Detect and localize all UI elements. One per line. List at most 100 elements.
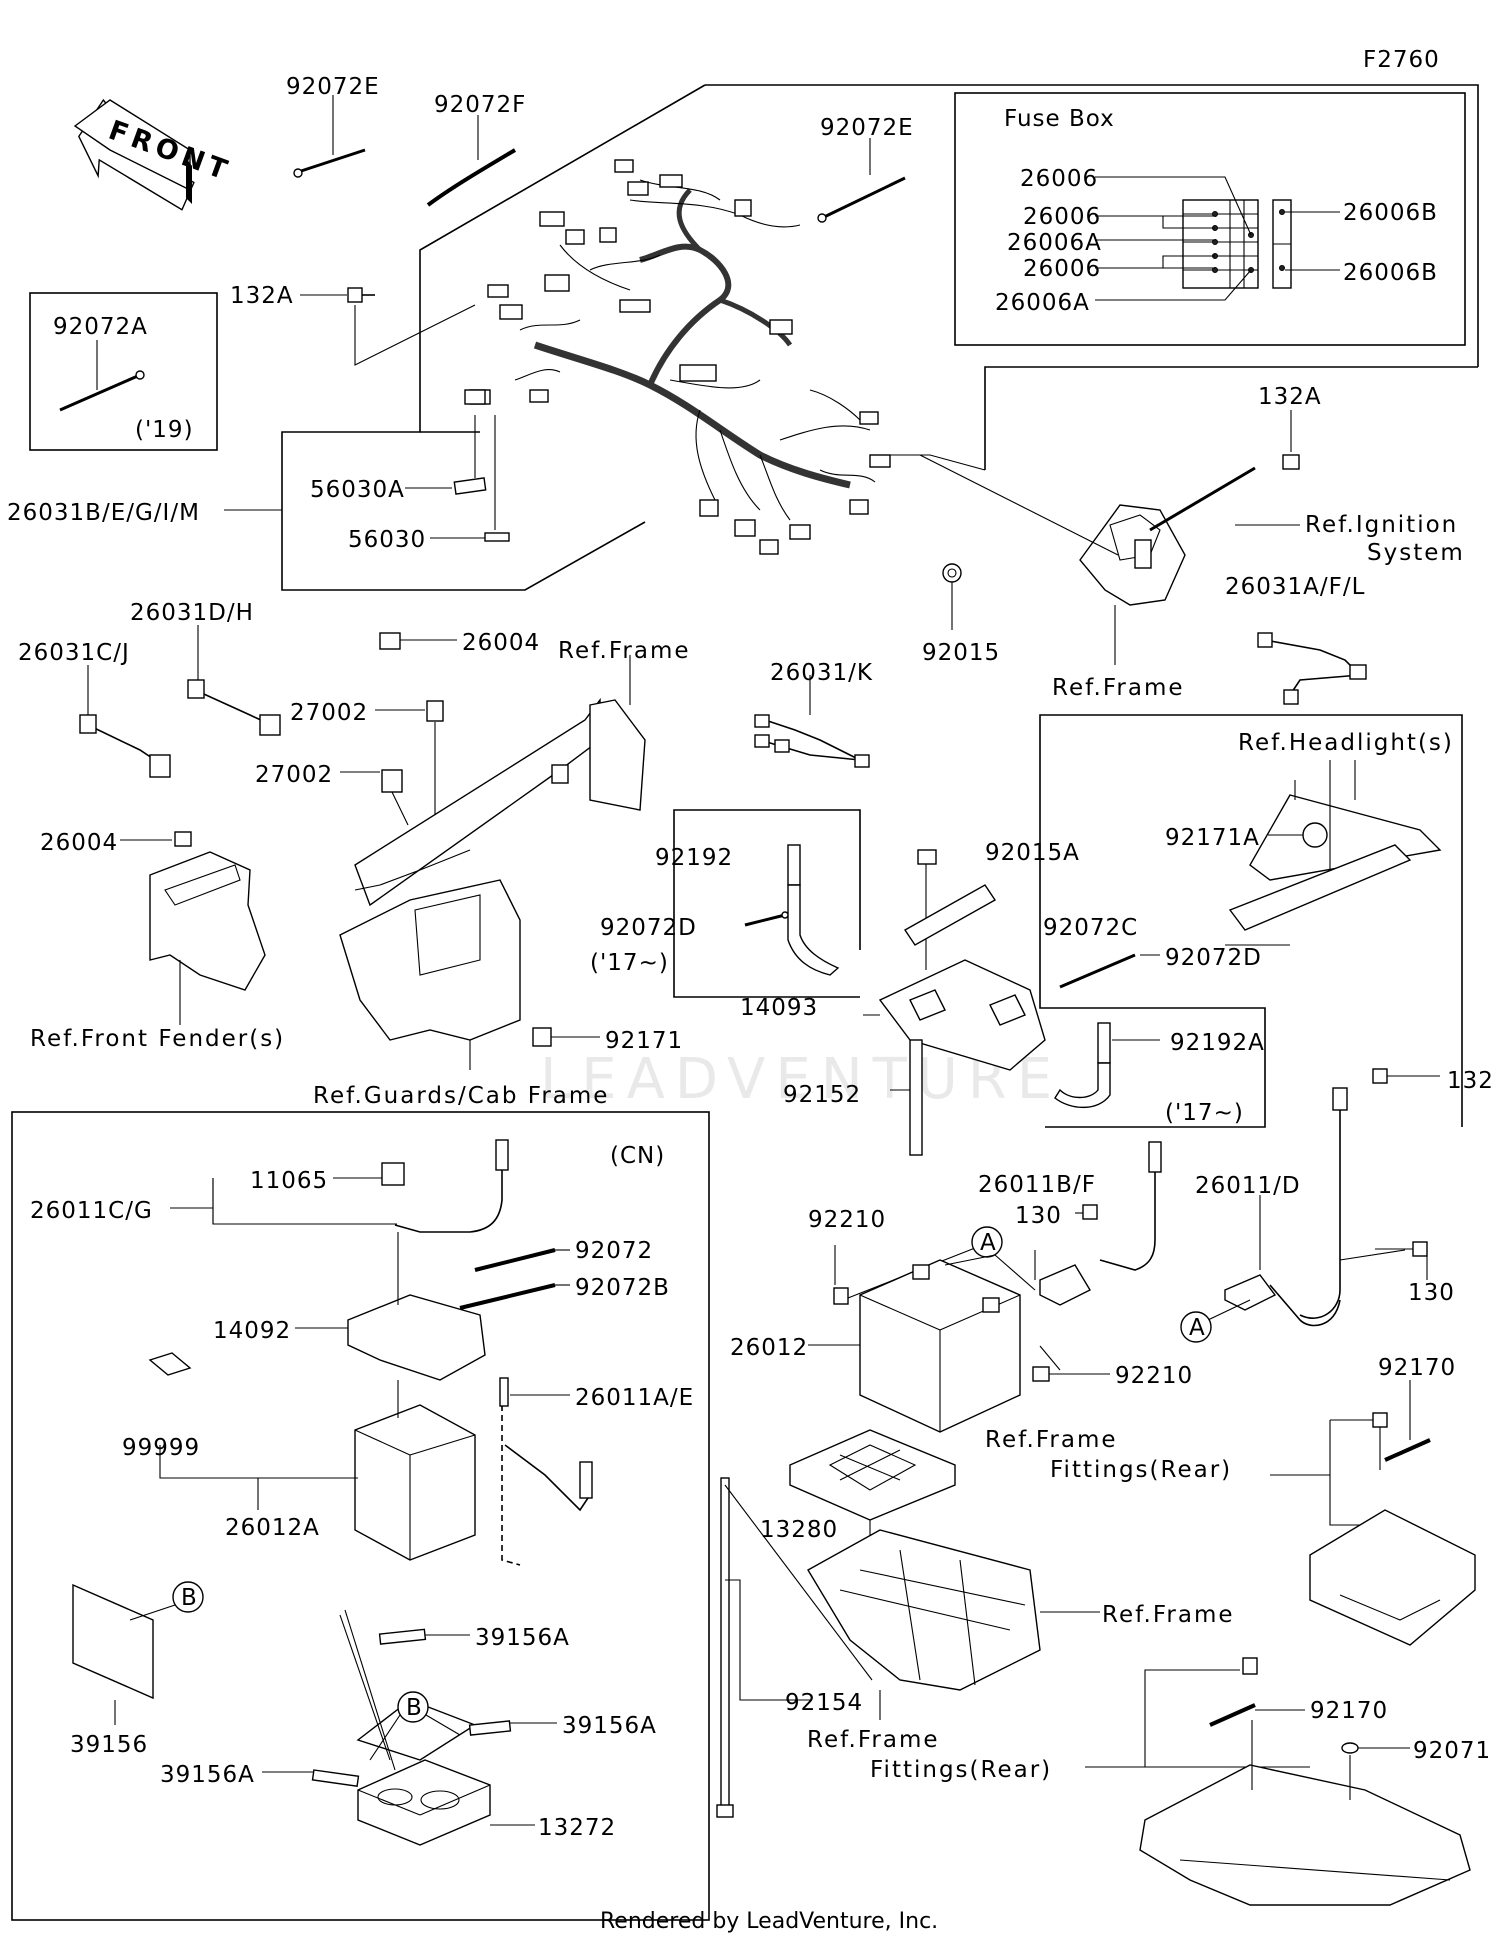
label-14093: 14093 bbox=[740, 995, 818, 1021]
callout-a-1: A bbox=[980, 1230, 997, 1256]
label-ref-frame-fit-1b: Fittings(Rear) bbox=[1050, 1457, 1232, 1483]
fuse-label-26006a-b: 26006A bbox=[995, 290, 1090, 316]
label-26011ae: 26011A/E bbox=[575, 1385, 694, 1411]
label-92170-b: 92170 bbox=[1310, 1698, 1388, 1724]
callout-a-2: A bbox=[1189, 1315, 1206, 1341]
label-26012: 26012 bbox=[730, 1335, 808, 1361]
wiring-harness bbox=[469, 159, 891, 555]
fuse-label-26006-a: 26006 bbox=[1020, 166, 1098, 192]
label-39156a-2: 39156A bbox=[562, 1713, 657, 1739]
label-26031cj: 26031C/J bbox=[18, 640, 130, 666]
fuse-label-26006a-a: 26006A bbox=[1007, 230, 1102, 256]
label-92192a: 92192A bbox=[1170, 1030, 1265, 1056]
ignition-bracket bbox=[1079, 410, 1300, 665]
label-92170-a: 92170 bbox=[1378, 1355, 1456, 1381]
callout-b-1: B bbox=[181, 1585, 198, 1611]
watermark: LEADVENTURE bbox=[540, 1047, 1062, 1112]
label-132: 132 bbox=[1447, 1068, 1494, 1094]
label-99999: 99999 bbox=[122, 1435, 200, 1461]
label-92015a: 92015A bbox=[985, 840, 1080, 866]
label-92072d-b: 92072D bbox=[1165, 945, 1262, 971]
ignition-leader bbox=[919, 454, 1119, 556]
label-26031dh: 26031D/H bbox=[130, 600, 254, 626]
label-39156: 39156 bbox=[70, 1732, 148, 1758]
label-ref-ignition-2: System bbox=[1367, 540, 1465, 566]
main-harness-frame bbox=[281, 84, 1479, 591]
label-39156a-3: 39156A bbox=[160, 1762, 255, 1788]
battery-26012-group bbox=[716, 1141, 1428, 1818]
frame-member-mid bbox=[354, 655, 646, 907]
label-13272: 13272 bbox=[538, 1815, 616, 1841]
fuse-box-title: Fuse Box bbox=[1004, 106, 1115, 132]
label-ref-frame-mid: Ref.Frame bbox=[558, 638, 691, 664]
label-56030: 56030 bbox=[348, 527, 426, 553]
footer-credit: Rendered by LeadVenture, Inc. bbox=[600, 1909, 938, 1934]
cn-box bbox=[11, 1111, 710, 1921]
label-ref-frame-low: Ref.Frame bbox=[1102, 1602, 1235, 1628]
relay-27002-b bbox=[340, 769, 409, 826]
label-17-a: ('17~) bbox=[590, 950, 669, 976]
tag-56030a bbox=[405, 415, 487, 495]
label-26011cg: 26011C/G bbox=[30, 1198, 153, 1224]
fuse-label-26006-b: 26006 bbox=[1023, 204, 1101, 230]
tag-56030 bbox=[430, 389, 510, 542]
label-92154: 92154 bbox=[785, 1690, 863, 1716]
label-14092: 14092 bbox=[213, 1318, 291, 1344]
label-92072d-a: 92072D bbox=[600, 915, 697, 941]
label-56030a: 56030A bbox=[310, 477, 405, 503]
label-11065: 11065 bbox=[250, 1168, 328, 1194]
label-ref-guards: Ref.Guards/Cab Frame bbox=[313, 1083, 609, 1109]
clip-92072e-right bbox=[817, 138, 906, 223]
label-13280: 13280 bbox=[760, 1517, 838, 1543]
label-130-b: 130 bbox=[1408, 1280, 1455, 1306]
fuse-label-26006-c: 26006 bbox=[1023, 256, 1101, 282]
label-132a-right: 132A bbox=[1258, 384, 1322, 410]
bolt-132a-left bbox=[300, 287, 476, 366]
harness-26031dh bbox=[187, 625, 281, 736]
label-27002-b: 27002 bbox=[255, 762, 333, 788]
label-26011bf: 26011B/F bbox=[978, 1172, 1096, 1198]
grommet-92015 bbox=[942, 563, 962, 630]
label-26004-left: 26004 bbox=[40, 830, 118, 856]
label-92171: 92171 bbox=[605, 1028, 683, 1054]
fittings-rear-upper bbox=[1270, 1380, 1476, 1646]
harness-26031k bbox=[754, 675, 870, 768]
label-ref-frame-right: Ref.Frame bbox=[1052, 675, 1185, 701]
label-ref-frame-fit-2a: Ref.Frame bbox=[807, 1727, 940, 1753]
label-17-b: ('17~) bbox=[1165, 1100, 1244, 1126]
label-92072: 92072 bbox=[575, 1238, 653, 1264]
label-92192: 92192 bbox=[655, 845, 733, 871]
ignition-frame-link bbox=[870, 454, 986, 471]
fuse-box: Fuse Box 26006 26006 26006A 26006 26006A… bbox=[954, 92, 1466, 346]
label-26031b: 26031B/E/G/I/M bbox=[7, 500, 200, 526]
label-92210-b: 92210 bbox=[1115, 1363, 1193, 1389]
label-ref-front-fender: Ref.Front Fender(s) bbox=[30, 1026, 285, 1052]
label-ref-ignition-1: Ref.Ignition bbox=[1305, 512, 1458, 538]
label-19: ('19) bbox=[135, 417, 194, 443]
callout-b-2: B bbox=[406, 1695, 423, 1721]
label-ref-frame-fit-2b: Fittings(Rear) bbox=[870, 1757, 1052, 1783]
harness-26031afl bbox=[1257, 632, 1367, 705]
label-92072f: 92072F bbox=[434, 92, 526, 118]
label-92071: 92071 bbox=[1413, 1738, 1491, 1764]
relay-27002-a bbox=[375, 700, 444, 815]
bolt-132 bbox=[1299, 1068, 1440, 1319]
label-26011d: 26011/D bbox=[1195, 1173, 1301, 1199]
label-ref-headlight: Ref.Headlight(s) bbox=[1238, 730, 1454, 756]
label-27002-a: 27002 bbox=[290, 700, 368, 726]
guards-cab-frame bbox=[339, 879, 600, 1070]
headlight-group-frame bbox=[1039, 714, 1463, 1128]
front-fender bbox=[120, 831, 266, 1025]
label-92072e-top: 92072E bbox=[286, 74, 380, 100]
battery-holder-14093 bbox=[863, 849, 1046, 1156]
label-cn: (CN) bbox=[610, 1143, 665, 1169]
hose-92192-group bbox=[673, 809, 861, 998]
connector-26004-top bbox=[379, 632, 457, 650]
label-ref-frame-fit-1a: Ref.Frame bbox=[985, 1427, 1118, 1453]
label-132a-left: 132A bbox=[230, 283, 294, 309]
clip-92072e-top bbox=[293, 95, 366, 178]
fuse-label-26006b-a: 26006B bbox=[1343, 200, 1438, 226]
label-92072e-right: 92072E bbox=[820, 115, 914, 141]
